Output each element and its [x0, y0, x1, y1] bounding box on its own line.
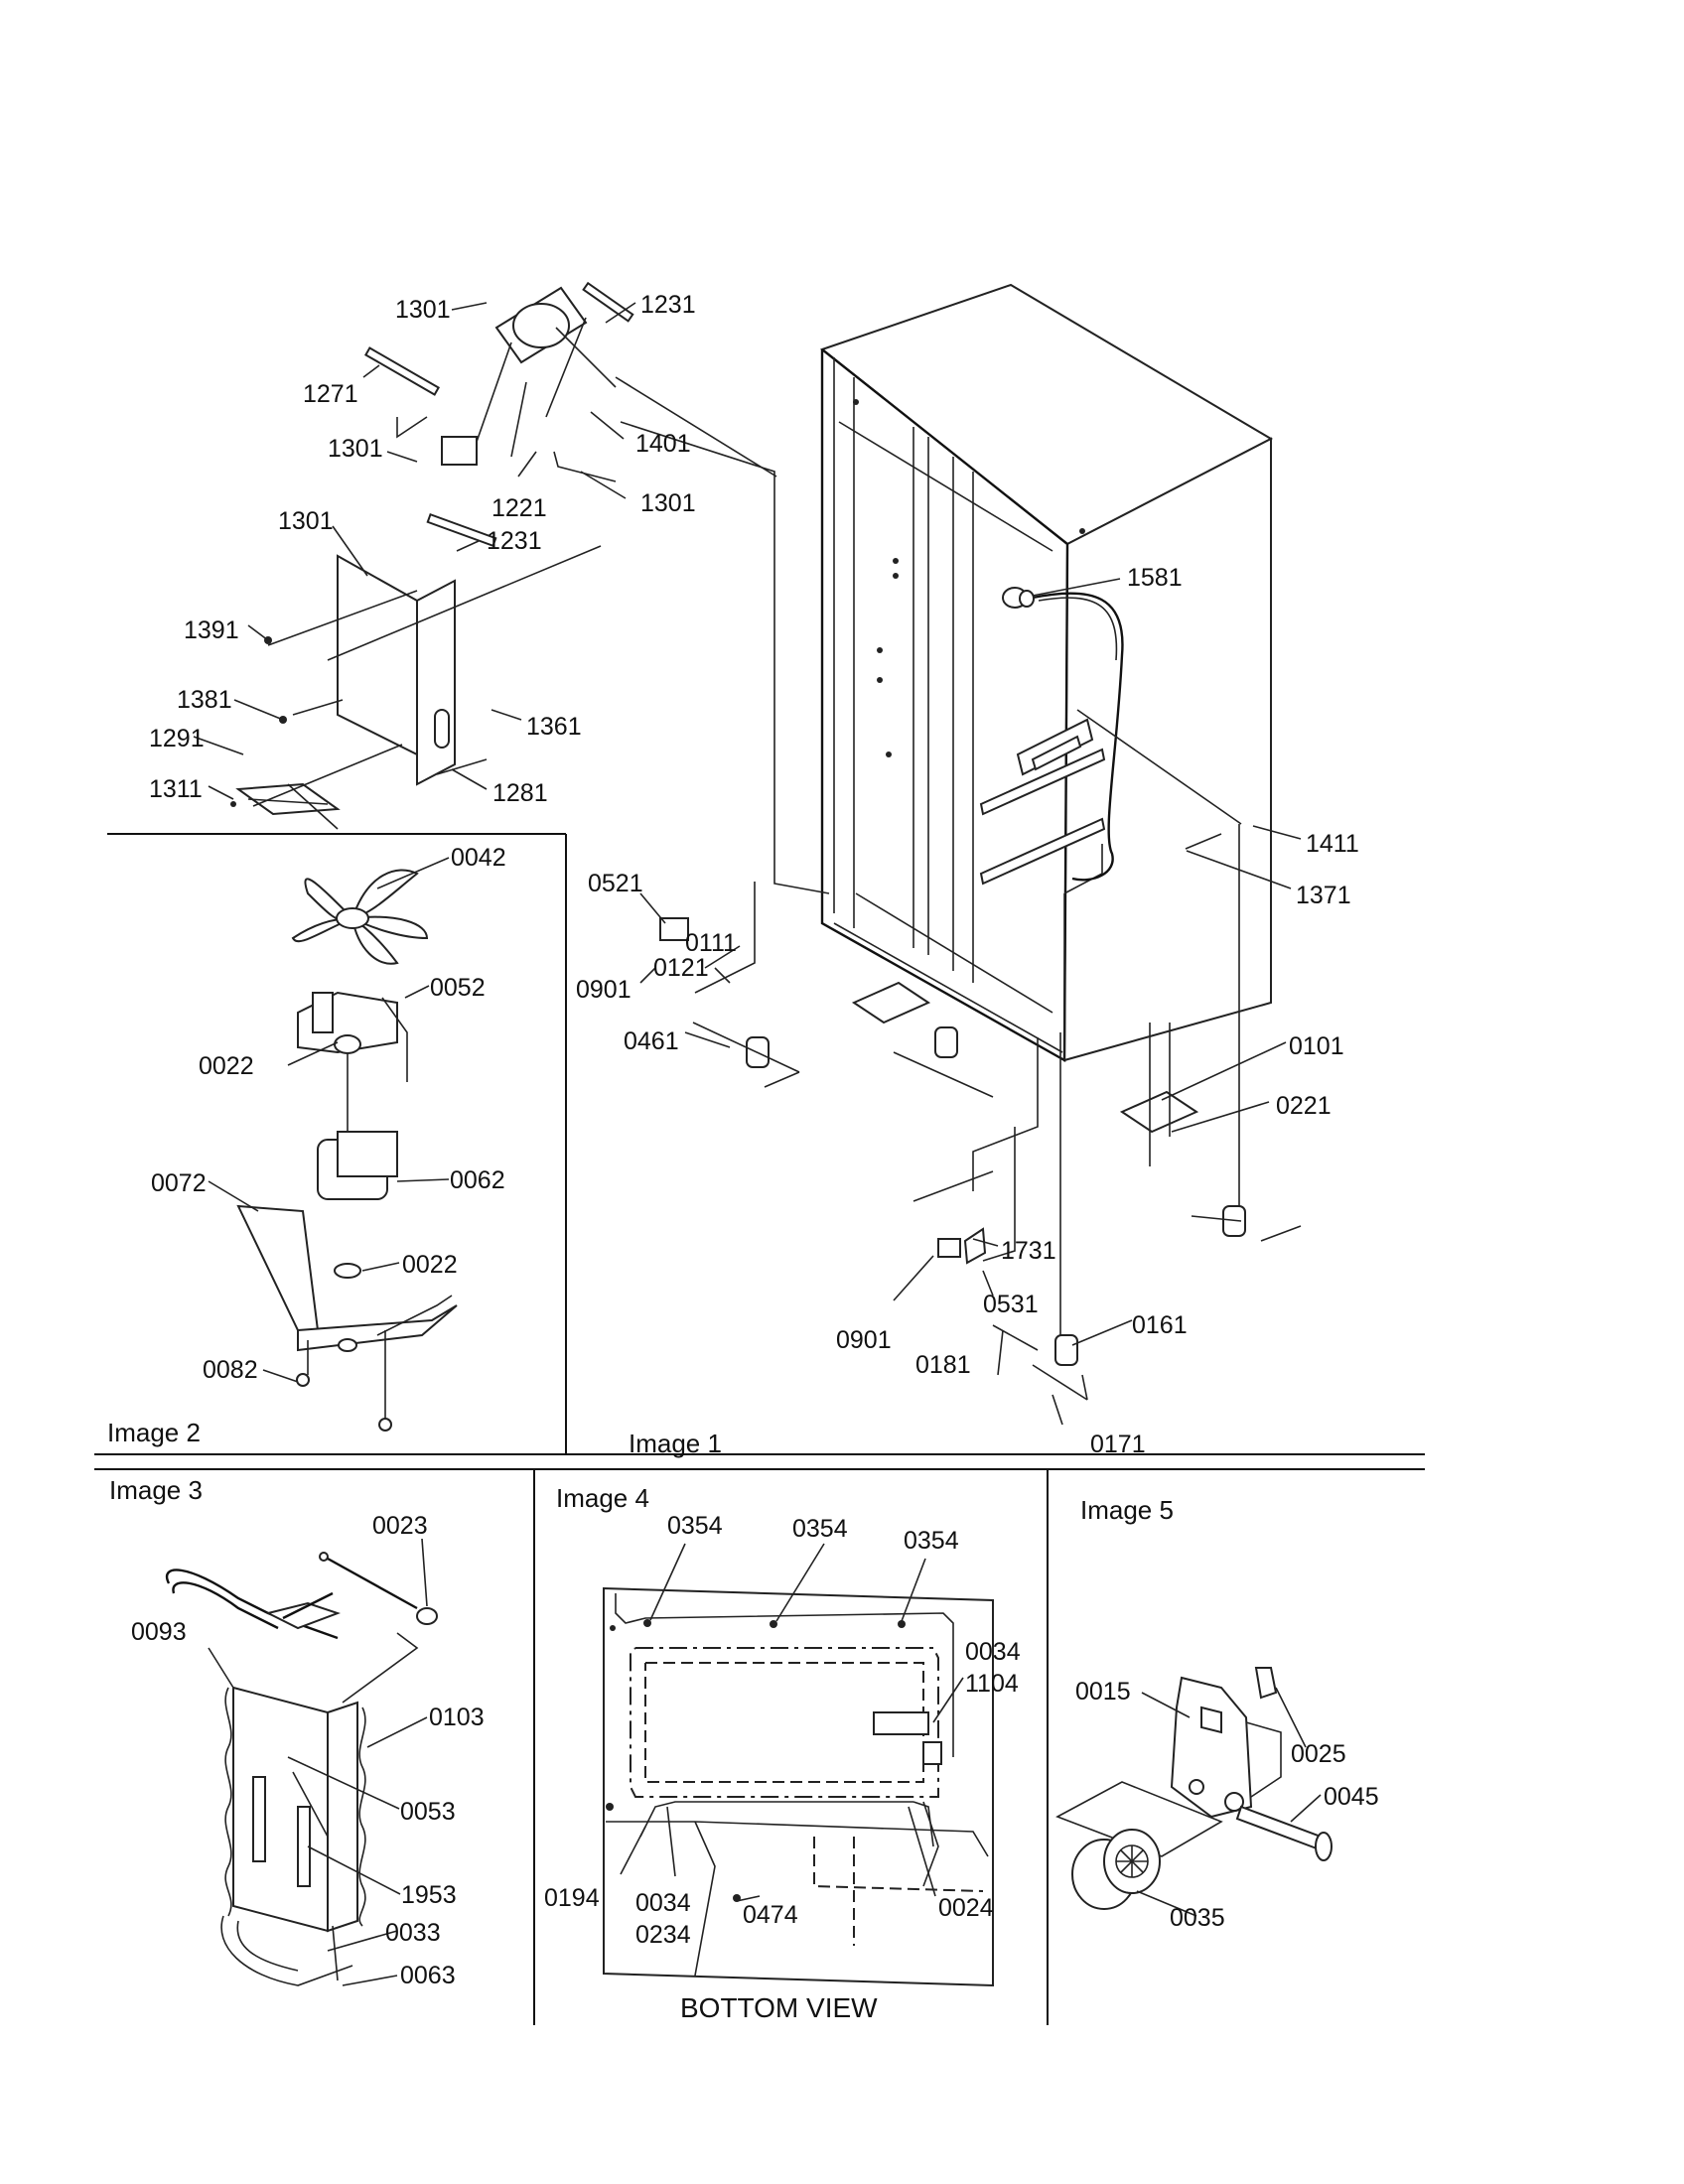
part-label: 0354 — [667, 1512, 723, 1540]
evaporator-drawing — [166, 1552, 438, 1986]
part-label: 1281 — [492, 779, 548, 807]
bottom-view-drawing — [603, 1586, 994, 1987]
part-label: 0053 — [400, 1798, 456, 1826]
part-label: 0354 — [904, 1527, 959, 1555]
callout-leaders — [193, 302, 1322, 1986]
part-label: 0045 — [1324, 1783, 1379, 1811]
part-label: 0023 — [372, 1512, 428, 1540]
part-label: 0052 — [430, 974, 486, 1002]
part-label: 1361 — [526, 713, 582, 741]
image-4-labels: 0354 0354 0354 0034 1104 0194 0034 0234 … — [544, 1512, 1021, 1949]
part-label: 1381 — [177, 686, 232, 714]
part-label: 0022 — [402, 1251, 458, 1279]
part-label: 0901 — [836, 1326, 892, 1354]
part-label: 1371 — [1296, 882, 1351, 909]
part-label: 0024 — [938, 1894, 994, 1922]
part-label: 1291 — [149, 725, 205, 752]
part-label: 0063 — [400, 1962, 456, 1989]
part-label: 0221 — [1276, 1092, 1332, 1120]
part-label: 1581 — [1127, 564, 1183, 592]
part-label: 1411 — [1306, 830, 1359, 858]
part-label: 0034 — [965, 1638, 1021, 1666]
part-label: 0354 — [792, 1515, 848, 1543]
panel-title-image-4: Image 4 — [556, 1483, 649, 1513]
fan-bracket-assembly — [230, 281, 777, 830]
part-label: 1401 — [635, 430, 691, 458]
part-label: 1104 — [965, 1670, 1019, 1698]
panel-title-image-3: Image 3 — [109, 1475, 203, 1505]
part-label: 0015 — [1075, 1678, 1131, 1706]
panel-title-image-2: Image 2 — [107, 1418, 201, 1447]
part-label: 1231 — [487, 527, 542, 555]
part-label: 0161 — [1132, 1311, 1188, 1339]
part-label: 0022 — [199, 1052, 254, 1080]
part-label: 0531 — [983, 1291, 1039, 1318]
part-label: 1301 — [395, 296, 451, 324]
panel-title-image-1: Image 1 — [629, 1429, 722, 1458]
part-label: 0461 — [624, 1027, 679, 1055]
part-label: 0901 — [576, 976, 632, 1004]
panel-frames — [94, 833, 1425, 2025]
part-label: 0072 — [151, 1169, 207, 1197]
part-label: 0101 — [1289, 1032, 1344, 1060]
part-label: 1301 — [278, 507, 334, 535]
image-3-labels: 0023 0093 0103 0053 1953 0033 0063 — [131, 1512, 485, 1989]
part-label: 0062 — [450, 1166, 505, 1194]
part-label: 0082 — [203, 1356, 258, 1384]
part-label: 0181 — [915, 1351, 971, 1379]
part-label: 0521 — [588, 870, 643, 897]
part-label: 0033 — [385, 1919, 441, 1947]
part-label: 1311 — [149, 775, 203, 803]
part-label: 0234 — [635, 1921, 691, 1949]
part-label: 1301 — [328, 435, 383, 463]
roller-drawing — [1055, 1667, 1333, 1910]
image-1-labels: 1301 1231 1271 1301 1401 1221 1301 1301 … — [149, 291, 1359, 1458]
part-label: 0171 — [1090, 1431, 1146, 1458]
cabinet-drawing — [620, 283, 1302, 1401]
fan-motor-drawing — [236, 869, 458, 1432]
part-label: 0042 — [451, 844, 506, 872]
part-label: 0034 — [635, 1889, 691, 1917]
part-label: 0025 — [1291, 1740, 1346, 1768]
part-label: 0093 — [131, 1618, 187, 1646]
bottom-view-caption: BOTTOM VIEW — [680, 1992, 878, 2023]
part-label: 0194 — [544, 1884, 600, 1912]
part-label: 0103 — [429, 1704, 485, 1731]
part-label: 0111 — [685, 929, 737, 957]
part-label: 0121 — [653, 954, 709, 982]
part-label: 1221 — [491, 494, 547, 522]
part-label: 1301 — [640, 489, 696, 517]
image-5-labels: 0015 0025 0045 0035 — [1075, 1678, 1379, 1932]
part-label: 0035 — [1170, 1904, 1225, 1932]
part-label: 1271 — [303, 380, 358, 408]
part-label: 1231 — [640, 291, 696, 319]
part-label: 0474 — [743, 1901, 798, 1929]
part-label: 1953 — [401, 1881, 457, 1909]
panel-title-image-5: Image 5 — [1080, 1495, 1174, 1525]
part-label: 1731 — [1001, 1237, 1056, 1265]
part-label: 1391 — [184, 616, 239, 644]
image-2-labels: 0042 0052 0022 0062 0072 0022 0082 — [151, 844, 506, 1384]
